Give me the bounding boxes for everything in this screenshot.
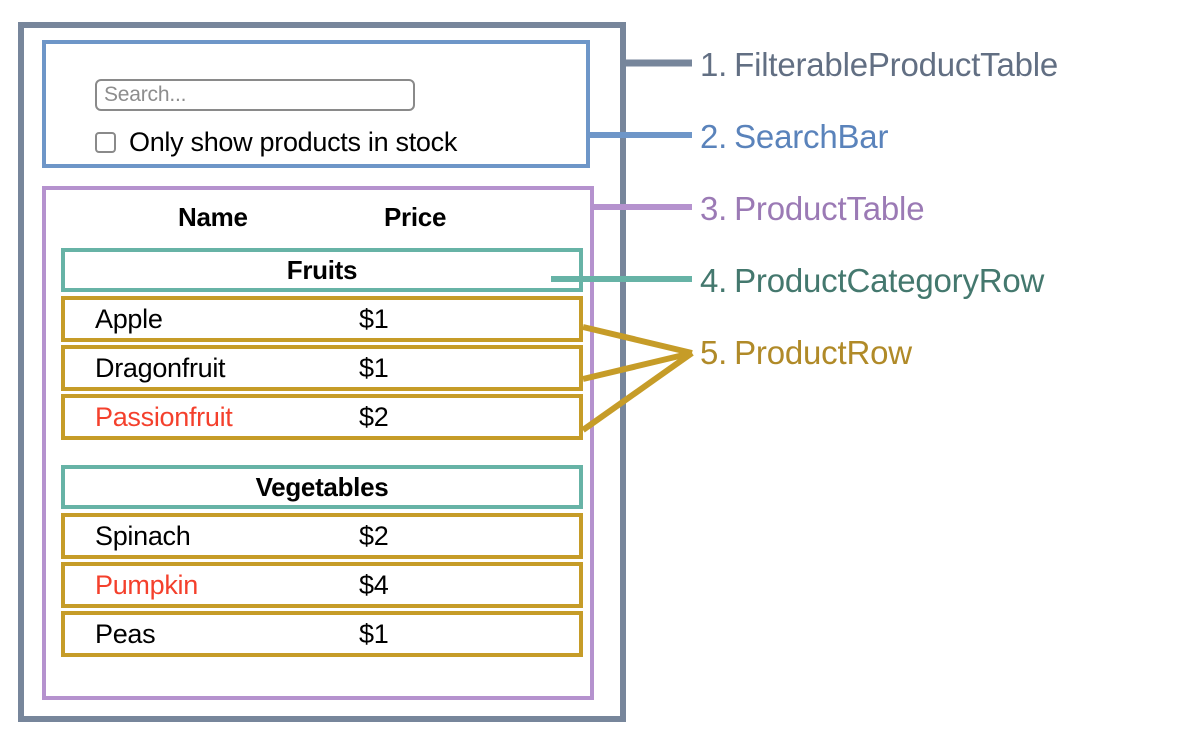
product-table-body: Fruits Apple $1 Dragonfruit $1 Passionfr…	[61, 248, 583, 660]
product-row-name: Spinach	[95, 520, 191, 551]
product-row: Peas $1	[61, 611, 583, 657]
legend-number: 2.	[700, 118, 728, 155]
product-row: Spinach $2	[61, 513, 583, 559]
product-row-price: $2	[359, 401, 389, 432]
product-category-label: Fruits	[286, 254, 358, 285]
in-stock-checkbox-row[interactable]: Only show products in stock	[95, 127, 457, 158]
product-category-row: Fruits	[61, 248, 583, 292]
product-row: Apple $1	[61, 296, 583, 342]
legend-text: ProductRow	[734, 334, 912, 371]
legend-number: 5.	[700, 334, 728, 371]
legend-text: ProductTable	[734, 190, 925, 227]
legend-number: 3.	[700, 190, 728, 227]
product-row-price: $1	[359, 618, 389, 649]
column-header-name: Name	[178, 202, 248, 232]
column-header-price: Price	[384, 202, 447, 232]
product-row-name: Peas	[95, 618, 156, 649]
product-row-name: Dragonfruit	[95, 352, 226, 383]
in-stock-checkbox-label: Only show products in stock	[129, 127, 458, 157]
legend-item-product-table: 3.ProductTable	[700, 190, 925, 228]
legend-item-product-category-row: 4.ProductCategoryRow	[700, 262, 1044, 300]
product-row-name: Apple	[95, 303, 163, 334]
product-row: Pumpkin $4	[61, 562, 583, 608]
legend-number: 1.	[700, 46, 728, 83]
legend-item-product-row: 5.ProductRow	[700, 334, 912, 372]
legend-text: FilterableProductTable	[734, 46, 1059, 83]
search-input[interactable]: Search...	[95, 79, 415, 111]
legend-item-filterable-product-table: 1.FilterableProductTable	[700, 46, 1058, 84]
search-bar-container: Search... Only show products in stock	[42, 40, 590, 168]
product-row-price: $1	[359, 303, 389, 334]
in-stock-checkbox[interactable]	[95, 132, 116, 153]
legend-text: SearchBar	[734, 118, 889, 155]
product-table-header: Name Price	[46, 198, 590, 238]
product-row-price: $2	[359, 520, 389, 551]
product-table-container: Name Price Fruits Apple $1 Dragonfruit $…	[42, 186, 594, 700]
product-category-row: Vegetables	[61, 465, 583, 509]
product-category-label: Vegetables	[255, 471, 389, 502]
group-spacer	[61, 443, 583, 465]
product-row-price: $1	[359, 352, 389, 383]
product-row-price: $4	[359, 569, 389, 600]
legend-text: ProductCategoryRow	[734, 262, 1045, 299]
legend-item-search-bar: 2.SearchBar	[700, 118, 888, 156]
product-row: Passionfruit $2	[61, 394, 583, 440]
product-row-name: Pumpkin	[95, 569, 198, 600]
product-row-name: Passionfruit	[95, 401, 233, 432]
product-row: Dragonfruit $1	[61, 345, 583, 391]
legend-number: 4.	[700, 262, 728, 299]
